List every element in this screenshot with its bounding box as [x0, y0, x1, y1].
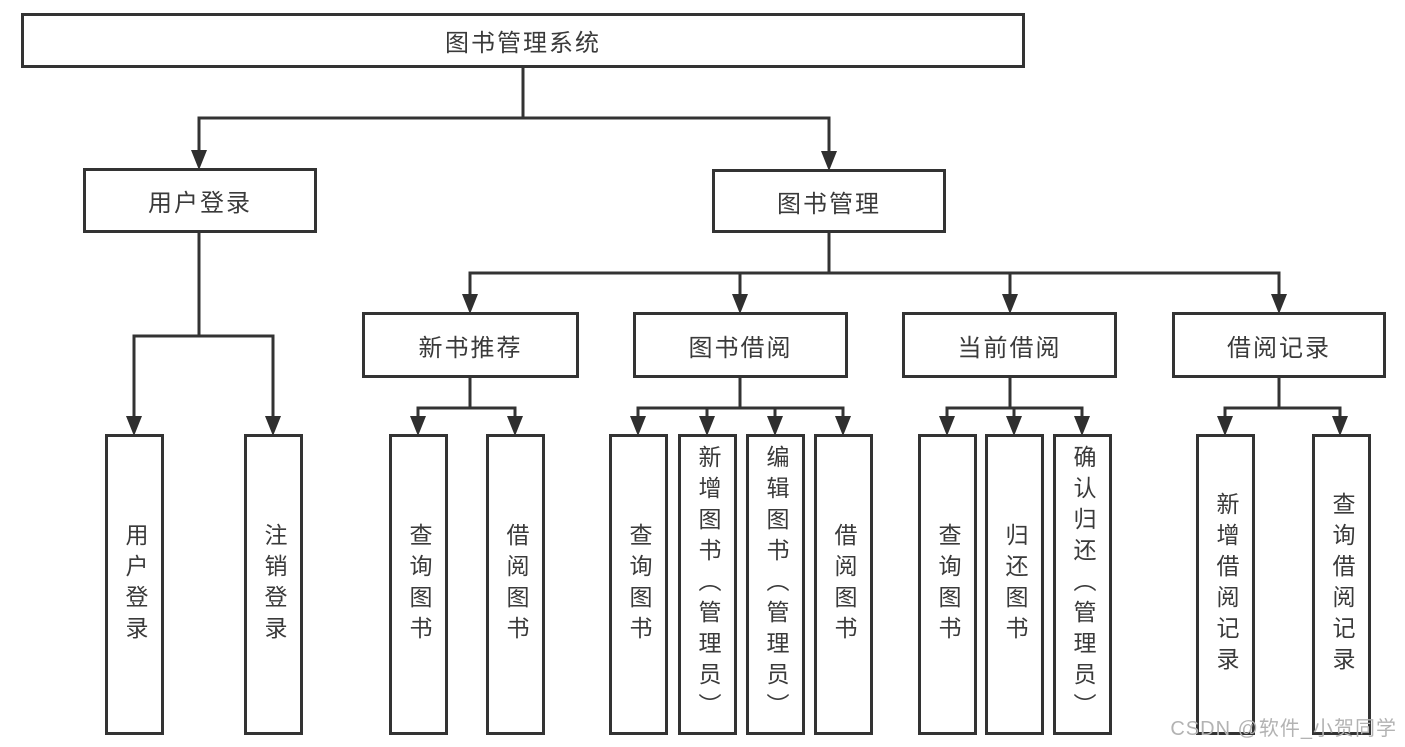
- leaf-recommend-borrow-books-label: 借阅图书: [503, 522, 529, 647]
- node-new-book-recommend: 新书推荐: [362, 312, 579, 378]
- leaf-record-query-label: 查询借阅记录: [1329, 491, 1355, 678]
- csdn-watermark: CSDN @软件_小贺同学: [1170, 718, 1397, 740]
- node-book-borrow: 图书借阅: [633, 312, 848, 378]
- leaf-borrow-edit-books: 编辑图书（管理员）: [746, 434, 805, 735]
- leaf-borrow-add-books: 新增图书（管理员）: [678, 434, 737, 735]
- node-current-borrow: 当前借阅: [902, 312, 1117, 378]
- leaf-recommend-query-books-label: 查询图书: [406, 522, 432, 647]
- leaf-user-login: 用户登录: [105, 434, 164, 735]
- leaf-record-add-label: 新增借阅记录: [1213, 491, 1239, 678]
- leaf-recommend-query-books: 查询图书: [389, 434, 448, 735]
- node-root-label: 图书管理系统: [445, 30, 601, 57]
- leaf-current-confirm-return: 确认归还（管理员）: [1053, 434, 1112, 735]
- node-user-login: 用户登录: [83, 168, 317, 233]
- node-book-management-label: 图书管理: [777, 190, 881, 218]
- node-new-book-recommend-label: 新书推荐: [418, 334, 523, 362]
- leaf-user-login-label: 用户登录: [122, 522, 148, 647]
- node-root: 图书管理系统: [21, 13, 1025, 68]
- node-user-login-label: 用户登录: [148, 190, 252, 217]
- node-book-management: 图书管理: [712, 169, 946, 233]
- leaf-record-add: 新增借阅记录: [1196, 434, 1255, 735]
- leaf-borrow-borrow-books: 借阅图书: [814, 434, 873, 735]
- leaf-record-query: 查询借阅记录: [1312, 434, 1371, 735]
- leaf-recommend-borrow-books: 借阅图书: [486, 434, 545, 735]
- leaf-current-confirm-return-label: 确认归还（管理员）: [1070, 445, 1096, 724]
- leaf-logout: 注销登录: [244, 434, 303, 735]
- leaf-borrow-query-books-label: 查询图书: [626, 522, 652, 647]
- leaf-current-return-books: 归还图书: [985, 434, 1044, 735]
- node-borrow-record-label: 借阅记录: [1227, 334, 1331, 362]
- leaf-borrow-query-books: 查询图书: [609, 434, 668, 735]
- leaf-current-return-books-label: 归还图书: [1002, 522, 1028, 647]
- leaf-current-query-books-label: 查询图书: [935, 522, 961, 647]
- leaf-borrow-borrow-books-label: 借阅图书: [831, 522, 857, 647]
- node-borrow-record: 借阅记录: [1172, 312, 1386, 378]
- node-book-borrow-label: 图书借阅: [688, 334, 793, 362]
- leaf-borrow-edit-books-label: 编辑图书（管理员）: [763, 445, 789, 724]
- leaf-current-query-books: 查询图书: [918, 434, 977, 735]
- leaf-borrow-add-books-label: 新增图书（管理员）: [695, 445, 721, 724]
- leaf-logout-label: 注销登录: [261, 522, 287, 647]
- node-current-borrow-label: 当前借阅: [957, 334, 1062, 362]
